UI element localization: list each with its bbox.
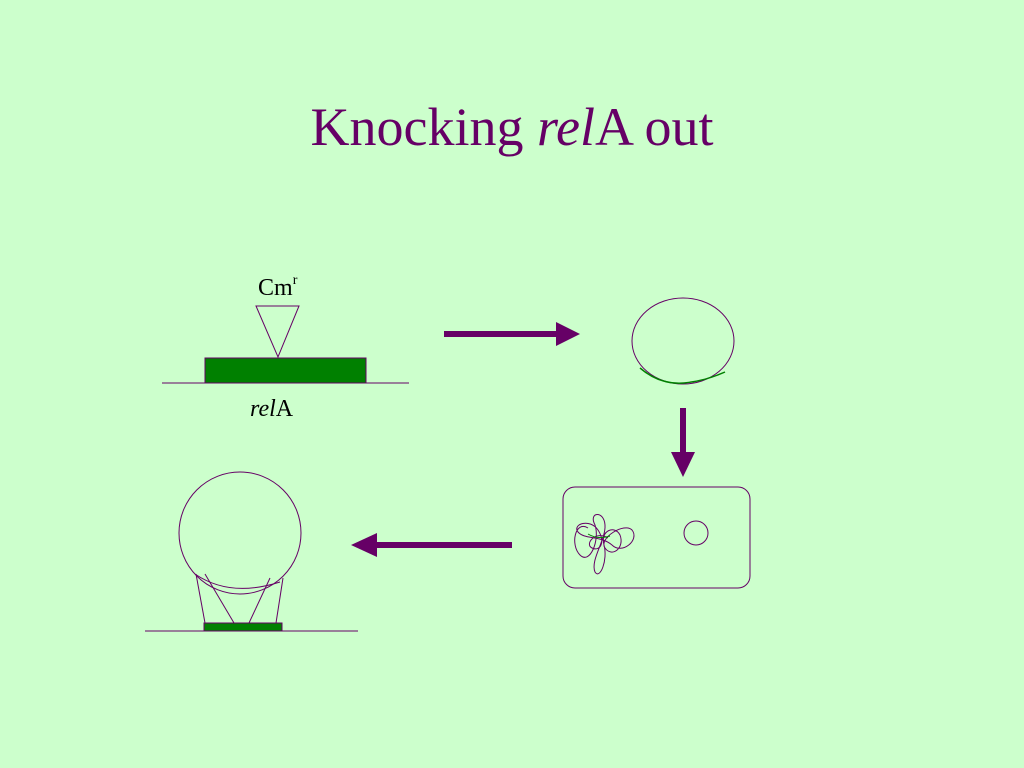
chromosome-tangle — [574, 514, 635, 575]
arrow-down-head — [671, 452, 695, 477]
crossover-line-3 — [248, 577, 271, 624]
title-suffix: A out — [594, 97, 714, 157]
rela-label-italic: rel — [250, 396, 276, 422]
arrow-left-head — [351, 533, 377, 557]
rela-gene-label: relA — [250, 396, 293, 423]
cm-label-superscript: r — [292, 273, 298, 288]
crossover-line-4 — [275, 577, 284, 624]
title-italic: rel — [536, 97, 595, 157]
arrow-right-head — [556, 322, 580, 346]
cm-resistance-label: Cmr — [258, 273, 298, 302]
rela-gene-box — [204, 357, 367, 384]
plasmid-in-cell — [683, 520, 709, 546]
cm-insertion-triangle — [255, 305, 300, 359]
plasmid-circle — [631, 297, 735, 385]
rela-label-rest: A — [275, 396, 294, 422]
bacterial-cell — [562, 486, 751, 589]
plasmid-bottom-arc — [194, 573, 281, 589]
title-prefix: Knocking — [310, 97, 537, 157]
plasmid-gene-arc — [639, 367, 726, 384]
crossover-line-1 — [195, 573, 206, 624]
crossover-line-2 — [204, 573, 235, 624]
integrating-plasmid — [178, 471, 302, 595]
slide-title: Knocking relA out — [0, 100, 1024, 154]
chromosome-tangle-green — [587, 533, 611, 539]
chromosome-gene-bottom — [203, 622, 283, 632]
cm-label-base: Cm — [258, 275, 293, 301]
